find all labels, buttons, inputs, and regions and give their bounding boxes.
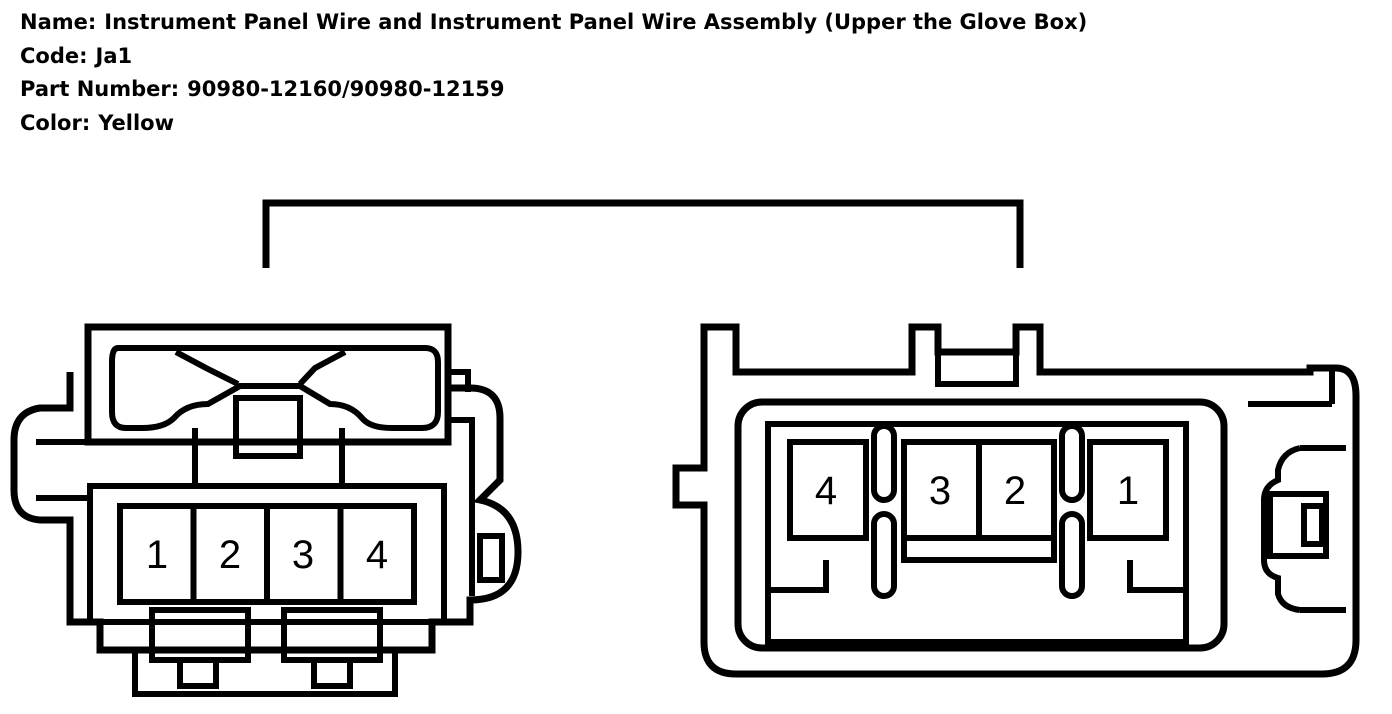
code-value: Ja1 [95,43,133,68]
left-pin-label: 1 [146,533,168,577]
connector-info: Name: Instrument Panel Wire and Instrumen… [20,6,1087,140]
name-line: Name: Instrument Panel Wire and Instrumen… [20,6,1087,40]
color-label: Color: [20,110,91,135]
pairing-bracket [262,199,1024,268]
color-line: Color: Yellow [20,107,1087,141]
color-value: Yellow [98,110,174,135]
name-label: Name: [20,10,97,34]
code-line: Code: Ja1 [20,40,1087,74]
left-pin-label: 2 [219,533,241,577]
right-pin-label: 3 [929,469,951,513]
left-pin-label: 3 [292,533,314,577]
part-number-line: Part Number: 90980-12160/90980-12159 [20,73,1087,107]
right-pin-label: 2 [1004,469,1026,513]
right-pin-label: 1 [1117,469,1139,513]
right-pin-label: 4 [815,469,837,513]
left-pin-label: 4 [366,533,388,577]
code-label: Code: [20,43,88,68]
left-connector [10,323,522,697]
left-pin-labels: 1 2 3 4 [146,533,388,577]
part-number-label: Part Number: [20,77,180,101]
right-pin-labels: 4 3 2 1 [815,469,1139,513]
part-number-value: 90980-12160/90980-12159 [187,77,505,101]
right-connector [672,323,1360,678]
name-value: Instrument Panel Wire and Instrument Pan… [104,10,1088,34]
